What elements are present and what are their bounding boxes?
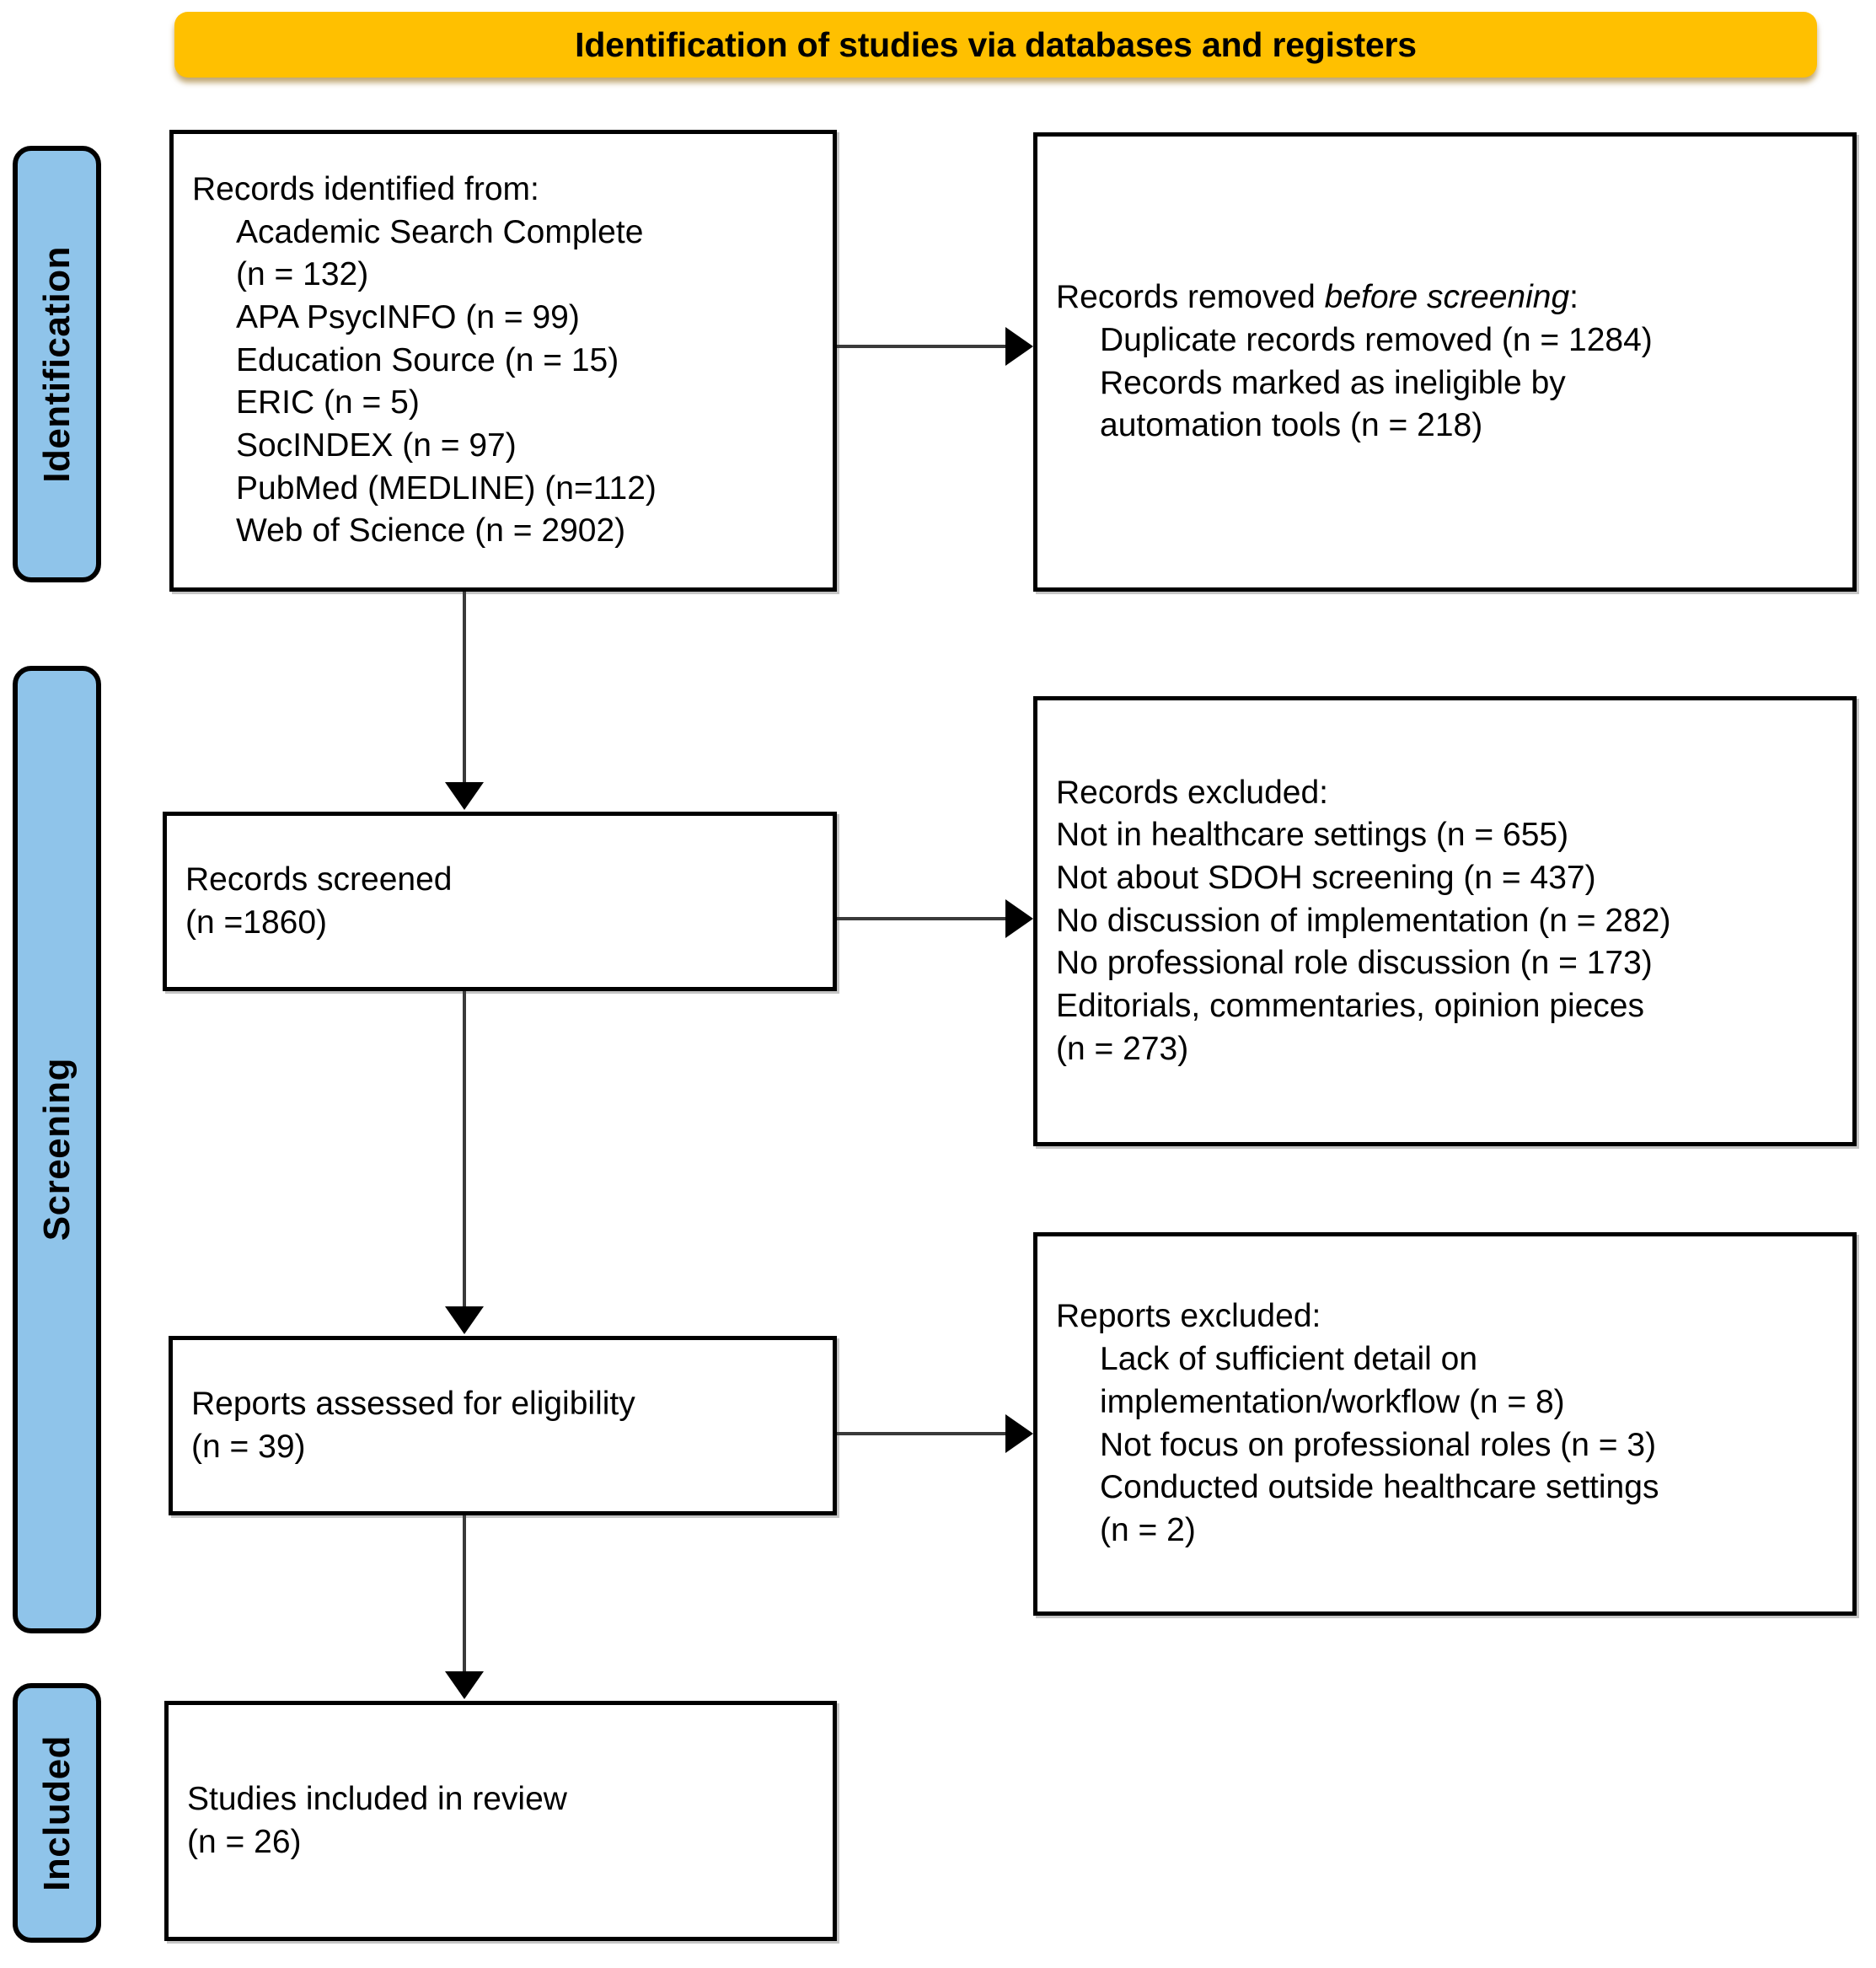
box-records-screened: Records screened (n =1860) <box>163 812 837 991</box>
line-text: ERIC (n = 5) <box>236 384 420 421</box>
line-text: Records screened <box>185 861 453 898</box>
connector-reports-assessed-to-studies-included <box>463 1515 466 1674</box>
line-text: Lack of sufficient detail on <box>1100 1341 1478 1378</box>
line-text: Not focus on professional roles (n = 3) <box>1100 1426 1657 1463</box>
arrowhead-reports-assessed-to-studies-included <box>445 1671 484 1699</box>
line-prefix: Records removed <box>1056 279 1325 316</box>
line-text: Reports assessed for eligibility <box>191 1385 635 1422</box>
arrowhead-identified-to-screened <box>445 782 484 810</box>
line-text: (n = 39) <box>191 1428 306 1465</box>
line-text: (n = 26) <box>187 1823 302 1860</box>
line-text: Web of Science (n = 2902) <box>236 512 626 550</box>
line-text: (n =1860) <box>185 904 328 941</box>
connector-identified-to-screened <box>463 592 466 784</box>
box-studies-included-in-review: Studies included in review (n = 26) <box>164 1701 837 1941</box>
box-records-excluded: Records excluded: Not in healthcare sett… <box>1033 696 1857 1146</box>
connector-reports-assessed-to-reports-excluded <box>837 1432 1008 1435</box>
line-text: Records marked as ineligible by <box>1100 364 1566 401</box>
line-text: Editorials, commentaries, opinion pieces <box>1056 988 1645 1025</box>
line-text: (n = 273) <box>1056 1030 1189 1067</box>
line-text: Duplicate records removed (n = 1284) <box>1100 321 1653 358</box>
line-text: automation tools (n = 218) <box>1100 407 1483 444</box>
diagram-header-banner: Identification of studies via databases … <box>174 12 1817 78</box>
box-reports-assessed-for-eligibility: Reports assessed for eligibility (n = 39… <box>169 1336 837 1515</box>
stage-pill-screening: Screening <box>13 666 101 1633</box>
line-text: Studies included in review <box>187 1780 567 1817</box>
stage-pill-identification: Identification <box>13 146 101 582</box>
arrowhead-screened-to-excluded <box>1005 899 1033 938</box>
line-text: Academic Search Complete <box>236 213 644 250</box>
arrowhead-identified-to-removed <box>1005 327 1033 366</box>
box-records-identified: Records identified from: Academic Search… <box>169 130 837 592</box>
line-text: No discussion of implementation (n = 282… <box>1056 902 1671 939</box>
line-text: Reports excluded: <box>1056 1298 1321 1335</box>
line-suffix: : <box>1569 279 1579 316</box>
line-text: (n = 2) <box>1100 1511 1196 1548</box>
line-text: SocINDEX (n = 97) <box>236 427 517 464</box>
connector-identified-to-removed <box>837 345 1008 348</box>
line-text: Records identified from: <box>192 170 539 207</box>
line-text: Records excluded: <box>1056 774 1329 811</box>
line-text: No professional role discussion (n = 173… <box>1056 945 1653 982</box>
stage-label-screening: Screening <box>35 1058 78 1241</box>
stage-pill-included: Included <box>13 1683 101 1943</box>
line-emphasis: before screening <box>1324 279 1570 316</box>
line-text: Not in healthcare settings (n = 655) <box>1056 817 1569 854</box>
line-text: implementation/workflow (n = 8) <box>1100 1383 1565 1420</box>
connector-screened-to-reports-assessed <box>463 991 466 1308</box>
line-text: (n = 132) <box>236 256 369 293</box>
line-text: Education Source (n = 15) <box>236 341 619 378</box>
line-text: Not about SDOH screening (n = 437) <box>1056 859 1596 896</box>
banner-title: Identification of studies via databases … <box>575 24 1417 64</box>
box-records-removed-before-screening: Records removed before screening: Duplic… <box>1033 132 1857 592</box>
arrowhead-reports-assessed-to-reports-excluded <box>1005 1414 1033 1453</box>
stage-label-identification: Identification <box>35 245 78 483</box>
line-text: Conducted outside healthcare settings <box>1100 1469 1659 1506</box>
line-text: PubMed (MEDLINE) (n=112) <box>236 469 657 507</box>
box-reports-excluded: Reports excluded: Lack of sufficient det… <box>1033 1232 1857 1616</box>
line-text: APA PsycINFO (n = 99) <box>236 298 580 335</box>
line-text: Records removed before screening: <box>1056 276 1834 319</box>
connector-screened-to-excluded <box>837 917 1008 920</box>
arrowhead-screened-to-reports-assessed <box>445 1306 484 1334</box>
stage-label-included: Included <box>35 1735 78 1891</box>
